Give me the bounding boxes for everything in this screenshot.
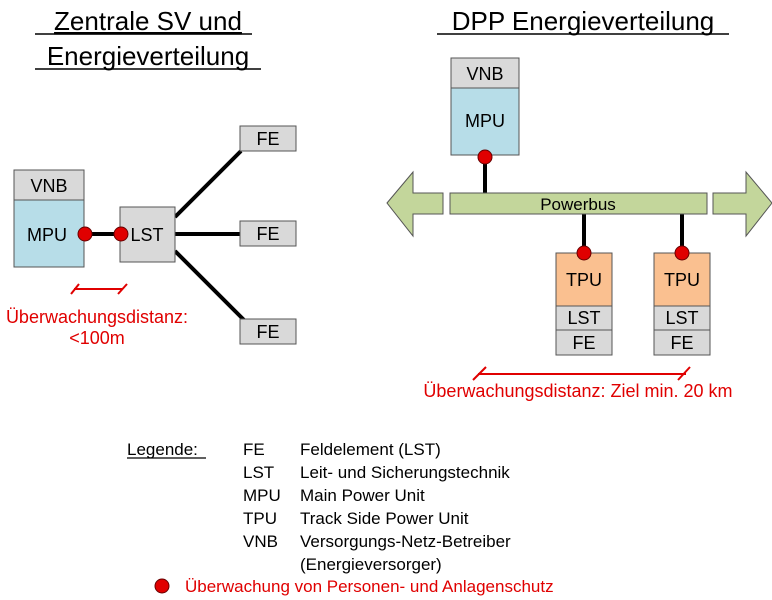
bus-left-arrow xyxy=(386,170,444,238)
legend-text: Versorgungs-Netz-Betreiber xyxy=(300,532,511,551)
left-title-line2: Energieverteilung xyxy=(47,41,249,71)
legend-text: (Energieversorger) xyxy=(300,555,442,574)
left-distance-marker xyxy=(70,283,128,295)
left-distance-value: <100m xyxy=(69,328,125,348)
left-fe-box-3 xyxy=(239,318,297,345)
legend-monitor-text: Überwachung von Personen- und Anlagensch… xyxy=(185,577,554,596)
fe-label: FE xyxy=(572,333,595,353)
left-title-line1: Zentrale SV und xyxy=(54,6,242,36)
monitor-dot xyxy=(113,226,129,242)
tpu-unit-1: TPU LST FE xyxy=(555,252,613,356)
legend-abbr: MPU xyxy=(243,486,281,505)
right-vnb-label: VNB xyxy=(466,64,503,84)
legend-text: Leit- und Sicherungstechnik xyxy=(300,463,510,482)
left-fe-label-1: FE xyxy=(256,129,279,149)
powerbus-label: Powerbus xyxy=(540,195,616,214)
legend-abbr: FE xyxy=(243,440,265,459)
legend-title: Legende: xyxy=(127,440,198,459)
left-mpu-box xyxy=(13,199,85,268)
bus-right-arrow xyxy=(712,170,772,238)
left-vnb-label: VNB xyxy=(30,176,67,196)
left-distance-text: Überwachungsdistanz: xyxy=(6,307,188,327)
left-fe-box-1 xyxy=(239,125,297,152)
tpu-label: TPU xyxy=(566,270,602,290)
right-mpu-label: MPU xyxy=(465,111,505,131)
left-fe-label-3: FE xyxy=(256,322,279,342)
legend-abbr: LST xyxy=(243,463,274,482)
tpu-label: TPU xyxy=(664,270,700,290)
legend-abbr: VNB xyxy=(243,532,278,551)
monitor-dot xyxy=(576,245,592,261)
legend-text: Feldelement (LST) xyxy=(300,440,441,459)
fe-label: FE xyxy=(670,333,693,353)
lst-label: LST xyxy=(665,308,698,328)
legend-text: Main Power Unit xyxy=(300,486,425,505)
right-distance-marker xyxy=(472,366,691,381)
legend-abbr: TPU xyxy=(243,509,277,528)
tpu-unit-2: TPU LST FE xyxy=(653,252,711,356)
left-fe-label-2: FE xyxy=(256,224,279,244)
lst-label: LST xyxy=(567,308,600,328)
right-distance-text: Überwachungsdistanz: Ziel min. 20 km xyxy=(423,381,732,401)
left-lst-box xyxy=(119,206,176,263)
left-fe-box-2 xyxy=(239,220,297,247)
legend-items: FE Feldelement (LST) LST Leit- und Siche… xyxy=(243,440,511,574)
legend-monitor-dot-icon xyxy=(154,578,170,594)
monitor-dot xyxy=(77,226,93,242)
monitor-dot xyxy=(674,245,690,261)
right-title: DPP Energieverteilung xyxy=(452,6,715,36)
monitor-dot xyxy=(477,149,493,165)
right-mpu-box xyxy=(450,87,520,156)
right-vnb-box xyxy=(450,57,520,89)
left-mpu-label: MPU xyxy=(27,225,67,245)
legend-text: Track Side Power Unit xyxy=(300,509,469,528)
powerbus xyxy=(449,192,708,215)
left-lst-label: LST xyxy=(130,225,163,245)
